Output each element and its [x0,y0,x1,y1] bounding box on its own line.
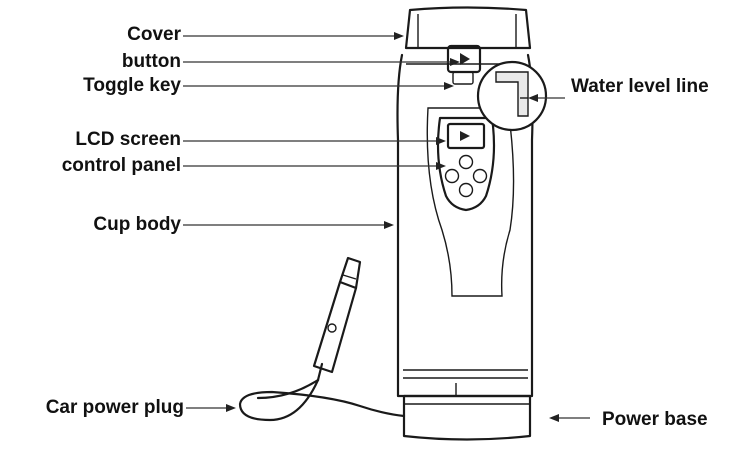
label-button: button [122,51,181,72]
leader-lines [183,32,590,422]
power-base-drawing [402,394,532,441]
label-car-power-plug: Car power plug [46,397,184,418]
label-lcd-screen: LCD screen [75,129,181,150]
label-toggle-key: Toggle key [83,75,181,96]
button-drawing [446,44,482,85]
label-control-panel: control panel [62,155,181,176]
cover-drawing [404,6,532,50]
labels: Cover button Toggle key LCD screen contr… [46,24,709,430]
cup-illustration [238,6,548,441]
label-water-level-line: Water level line [571,76,709,97]
car-plug-drawing [238,256,406,422]
control-panel-drawing [436,116,496,212]
label-cup-body: Cup body [93,214,181,235]
label-cover: Cover [127,24,181,45]
water-level-magnifier [476,60,548,132]
label-power-base: Power base [602,409,708,430]
